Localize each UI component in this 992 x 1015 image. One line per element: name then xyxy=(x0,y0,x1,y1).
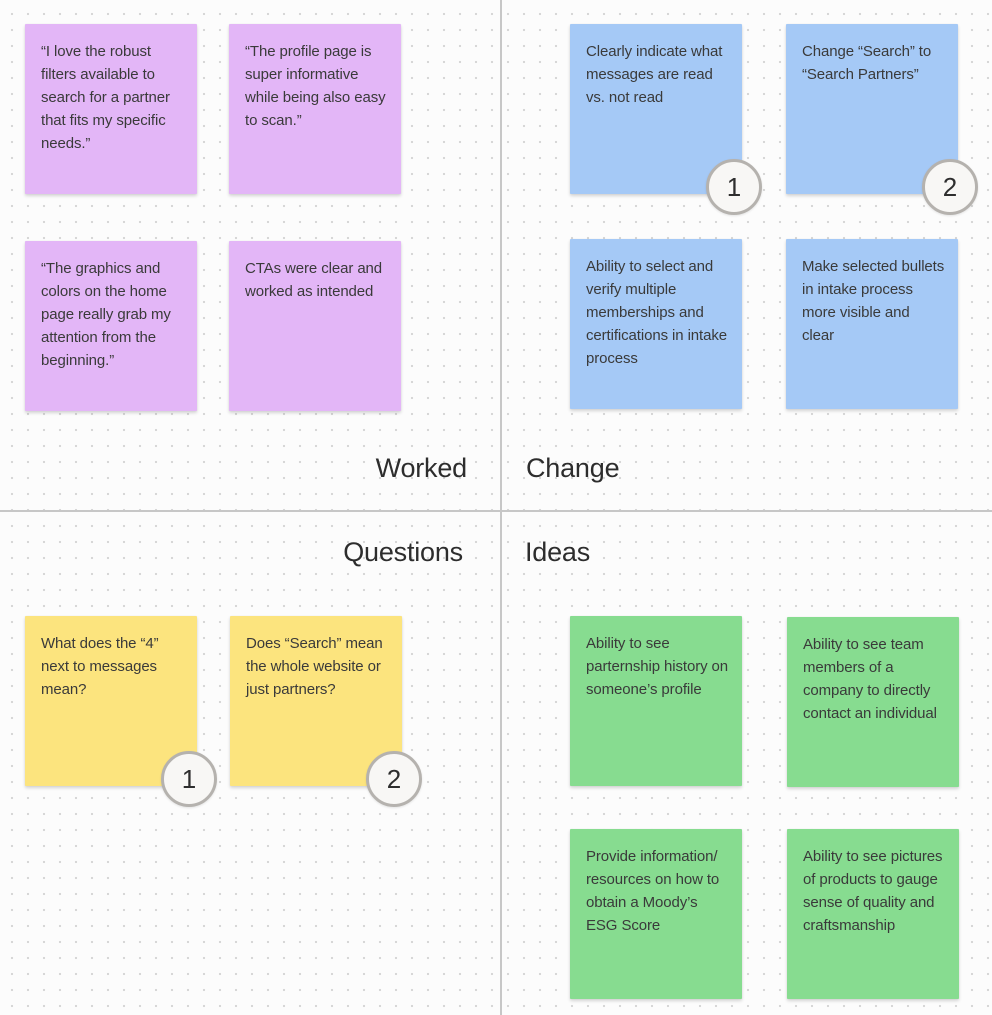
number-stamp[interactable]: 2 xyxy=(922,159,978,215)
sticky-note-worked-4[interactable]: CTAs were clear and worked as intended xyxy=(229,241,401,411)
sticky-note-worked-3[interactable]: “The graphics and colors on the home pag… xyxy=(25,241,197,411)
sticky-note-text: “The graphics and colors on the home pag… xyxy=(41,260,171,369)
sticky-note-text: Ability to see pictures of products to g… xyxy=(803,848,943,934)
number-stamp-label: 1 xyxy=(181,763,197,794)
section-label-change[interactable]: Change xyxy=(526,453,620,483)
section-label-worked[interactable]: Worked xyxy=(375,453,468,483)
section-label-ideas[interactable]: Ideas xyxy=(525,537,591,567)
sticky-note-change-2[interactable]: Change “Search” to “Search Partners” 2 xyxy=(786,24,978,215)
number-stamp[interactable]: 1 xyxy=(161,751,217,807)
sticky-note-text: “I love the robust filters available to … xyxy=(41,43,170,152)
sticky-note-ideas-3[interactable]: Provide information/ resources on how to… xyxy=(570,829,742,999)
quadrant-divider-vertical xyxy=(500,0,502,1015)
sticky-note-questions-2[interactable]: Does “Search” mean the whole website or … xyxy=(230,616,422,807)
sticky-note-change-1[interactable]: Clearly indicate what messages are read … xyxy=(570,24,762,215)
number-stamp-label: 2 xyxy=(386,763,402,794)
number-stamp-label: 2 xyxy=(942,171,958,202)
sticky-note-worked-1[interactable]: “I love the robust filters available to … xyxy=(25,24,197,194)
sticky-note-text: What does the “4” next to messages mean? xyxy=(41,635,159,698)
sticky-note-questions-1[interactable]: What does the “4” next to messages mean?… xyxy=(25,616,217,807)
sticky-note-change-4[interactable]: Make selected bullets in intake process … xyxy=(786,239,958,409)
sticky-note-text: CTAs were clear and worked as intended xyxy=(245,260,383,300)
number-stamp[interactable]: 1 xyxy=(706,159,762,215)
sticky-note-text: Make selected bullets in intake process … xyxy=(802,258,945,344)
sticky-note-text: “The profile page is super informative w… xyxy=(245,43,386,129)
sticky-note-worked-2[interactable]: “The profile page is super informative w… xyxy=(229,24,401,194)
sticky-note-ideas-2[interactable]: Ability to see team members of a company… xyxy=(787,617,959,787)
sticky-note-text: Ability to see team members of a company… xyxy=(803,636,937,722)
sticky-note-ideas-1[interactable]: Ability to see parternship history on so… xyxy=(570,616,742,786)
sticky-note-change-3[interactable]: Ability to select and verify multiple me… xyxy=(570,239,742,409)
sticky-note-text: Does “Search” mean the whole website or … xyxy=(246,635,383,698)
number-stamp-label: 1 xyxy=(726,171,742,202)
sticky-note-text: Provide information/ resources on how to… xyxy=(586,848,720,934)
number-stamp[interactable]: 2 xyxy=(366,751,422,807)
section-label-questions[interactable]: Questions xyxy=(343,537,463,567)
sticky-note-text: Change “Search” to “Search Partners” xyxy=(802,43,932,83)
sticky-note-ideas-4[interactable]: Ability to see pictures of products to g… xyxy=(787,829,959,999)
sticky-note-text: Ability to see parternship history on so… xyxy=(586,635,729,698)
sticky-note-text: Clearly indicate what messages are read … xyxy=(586,43,723,106)
quadrant-divider-horizontal xyxy=(0,510,992,512)
sticky-note-text: Ability to select and verify multiple me… xyxy=(586,258,728,367)
